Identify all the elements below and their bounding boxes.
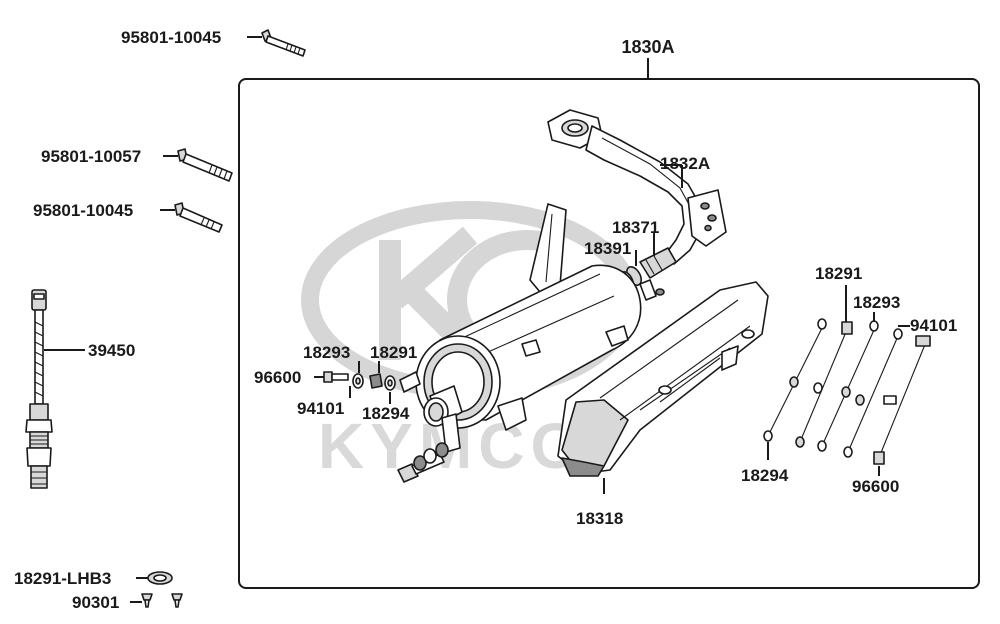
muffler-fasteners	[397, 442, 449, 483]
label-right-94101: 94101	[910, 316, 957, 335]
exhaust-pipe	[547, 109, 727, 279]
label-right-18293: 18293	[853, 293, 900, 312]
label-left-18291: 18291	[370, 343, 417, 362]
gasket-ring	[147, 571, 173, 585]
muffler-body	[399, 203, 642, 453]
screw-pair	[141, 593, 183, 608]
label-screws: 90301	[72, 593, 119, 612]
label-right-18291: 18291	[815, 264, 862, 283]
bolt-low	[174, 202, 223, 233]
label-left-18293: 18293	[303, 343, 350, 362]
label-bolt-low: 95801-10045	[33, 201, 133, 220]
label-exhaust-pipe: 1832A	[660, 154, 710, 173]
label-right-96600: 96600	[852, 477, 899, 496]
label-gasket-a: 18371	[612, 218, 659, 237]
bolt-mid	[177, 148, 233, 182]
left-fastener-group	[323, 371, 396, 391]
muffler-cover	[557, 281, 769, 477]
label-left-96600: 96600	[254, 368, 301, 387]
oxygen-sensor	[25, 289, 53, 489]
label-left-18294: 18294	[362, 404, 410, 423]
label-muffler-cover: 18318	[576, 509, 623, 528]
assembly-label: 1830A	[621, 37, 674, 57]
label-bolt-top: 95801-10045	[121, 28, 221, 47]
assembly-frame	[238, 78, 980, 589]
label-right-18294: 18294	[741, 466, 789, 485]
label-gasket-b: 18391	[584, 239, 631, 258]
label-bolt-mid: 95801-10057	[41, 147, 141, 166]
bolt-top	[261, 29, 306, 57]
label-sensor: 39450	[88, 341, 135, 360]
right-fastener-chains	[763, 318, 931, 465]
label-left-94101: 94101	[297, 399, 344, 418]
label-gasket: 18291-LHB3	[14, 569, 111, 588]
